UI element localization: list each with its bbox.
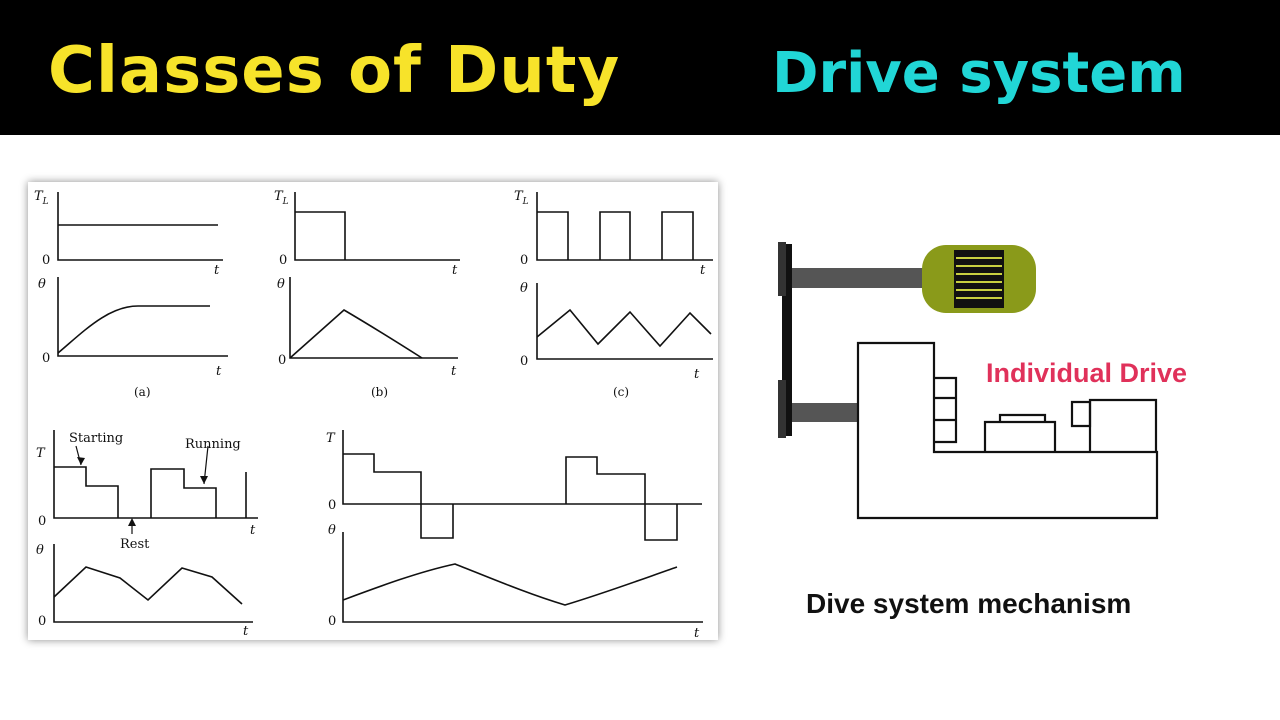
label-running: Running [185, 437, 241, 452]
panel-d-pointer-arrows [75, 445, 209, 534]
drive-mechanism-diagram: Individual Drive [760, 230, 1260, 560]
panel-c-torque-pulses [537, 211, 694, 260]
panel-b-temp-curve [289, 309, 423, 359]
panel-c-torque-origin: 0 [520, 253, 528, 268]
panel-e-torque-steps [343, 453, 678, 541]
panel-d-theta-symbol: θ [36, 543, 44, 558]
mechanism-caption: Dive system mechanism [806, 588, 1132, 619]
panel-b-theta-origin: 0 [278, 353, 286, 368]
arrow-heads [77, 457, 208, 526]
panel-e-theta-symbol: θ [328, 523, 336, 538]
panel-d-torque-axes [53, 430, 258, 519]
panel-a-theta-symbol: θ [38, 277, 46, 292]
panel-a-theta-t: t [216, 364, 222, 379]
panel-d-temp-axes [53, 544, 253, 623]
panel-c-theta-symbol: θ [520, 281, 528, 296]
panel-c-torque-axes [536, 192, 713, 261]
panel-c-theta-origin: 0 [520, 354, 528, 369]
panel-d-torque-t: t [250, 523, 256, 538]
upper-pulley [778, 242, 786, 296]
panel-e-torque-axes [342, 430, 702, 505]
panel-c-temp-curve [536, 308, 712, 348]
individual-drive-label: Individual Drive [986, 358, 1187, 388]
panel-c-temp-axes [536, 283, 713, 360]
arrow-head-starting [77, 457, 85, 465]
panel-a-temp-curve [57, 305, 210, 354]
title-banner: Classes of Duty Drive system [0, 0, 1280, 135]
panel-e-theta-t: t [694, 626, 700, 640]
individual-drive-illustration: Individual Drive [778, 242, 1187, 520]
panel-b-torque-pulse [295, 211, 346, 260]
caption-c: (c) [613, 385, 629, 399]
panel-d-theta-t: t [243, 624, 249, 639]
duty-cycle-diagrams: TL 0 t θ 0 t (a) TL 0 t θ 0 t (b) TL 0 t… [34, 189, 713, 640]
title-drive-system: Drive system [772, 41, 1186, 106]
label-rest: Rest [120, 537, 150, 552]
panel-d-torque-symbol: T [36, 446, 46, 461]
panel-b-torque-symbol: TL [274, 189, 289, 207]
caption-b: (b) [371, 385, 388, 399]
panel-e-theta-origin: 0 [328, 614, 336, 629]
panel-c-torque-symbol: TL [514, 189, 529, 207]
panel-b-theta-t: t [451, 364, 457, 379]
panel-a-torque-axes [57, 192, 223, 261]
machine-body [856, 341, 1159, 520]
panel-e-temp-curve [342, 563, 678, 606]
arrow-head-rest [128, 518, 136, 526]
panel-b-torque-axes [294, 192, 460, 261]
panel-d-temp-curve [53, 566, 243, 605]
caption-a: (a) [134, 385, 151, 399]
title-classes-of-duty: Classes of Duty [48, 34, 621, 108]
panel-a-torque-t: t [214, 263, 220, 278]
panel-d-torque-origin: 0 [38, 514, 46, 529]
lower-pulley [778, 380, 786, 438]
panel-a-torque-origin: 0 [42, 253, 50, 268]
panel-e-torque-origin: 0 [328, 498, 336, 513]
panel-a-torque-symbol: TL [34, 189, 49, 207]
panel-b-torque-origin: 0 [279, 253, 287, 268]
panel-b-torque-t: t [452, 263, 458, 278]
panel-e-temp-axes [342, 532, 703, 623]
panel-e-torque-symbol: T [326, 431, 336, 446]
motor-shaft [792, 268, 924, 288]
duty-cycle-figure: TL 0 t θ 0 t (a) TL 0 t θ 0 t (b) TL 0 t… [28, 182, 718, 640]
panel-d-theta-origin: 0 [38, 614, 46, 629]
machine-shaft [792, 403, 858, 422]
panel-c-theta-t: t [694, 367, 700, 382]
label-starting: Starting [69, 431, 123, 446]
motor-winding-lines [956, 257, 1002, 299]
arrow-head-running [200, 476, 208, 484]
panel-c-torque-t: t [700, 263, 706, 278]
panel-b-temp-axes [289, 277, 458, 359]
panel-b-theta-symbol: θ [277, 277, 285, 292]
panel-a-temp-axes [57, 277, 228, 357]
drive-belt [782, 244, 792, 436]
panel-a-theta-origin: 0 [42, 351, 50, 366]
panel-d-torque-steps [54, 466, 247, 518]
